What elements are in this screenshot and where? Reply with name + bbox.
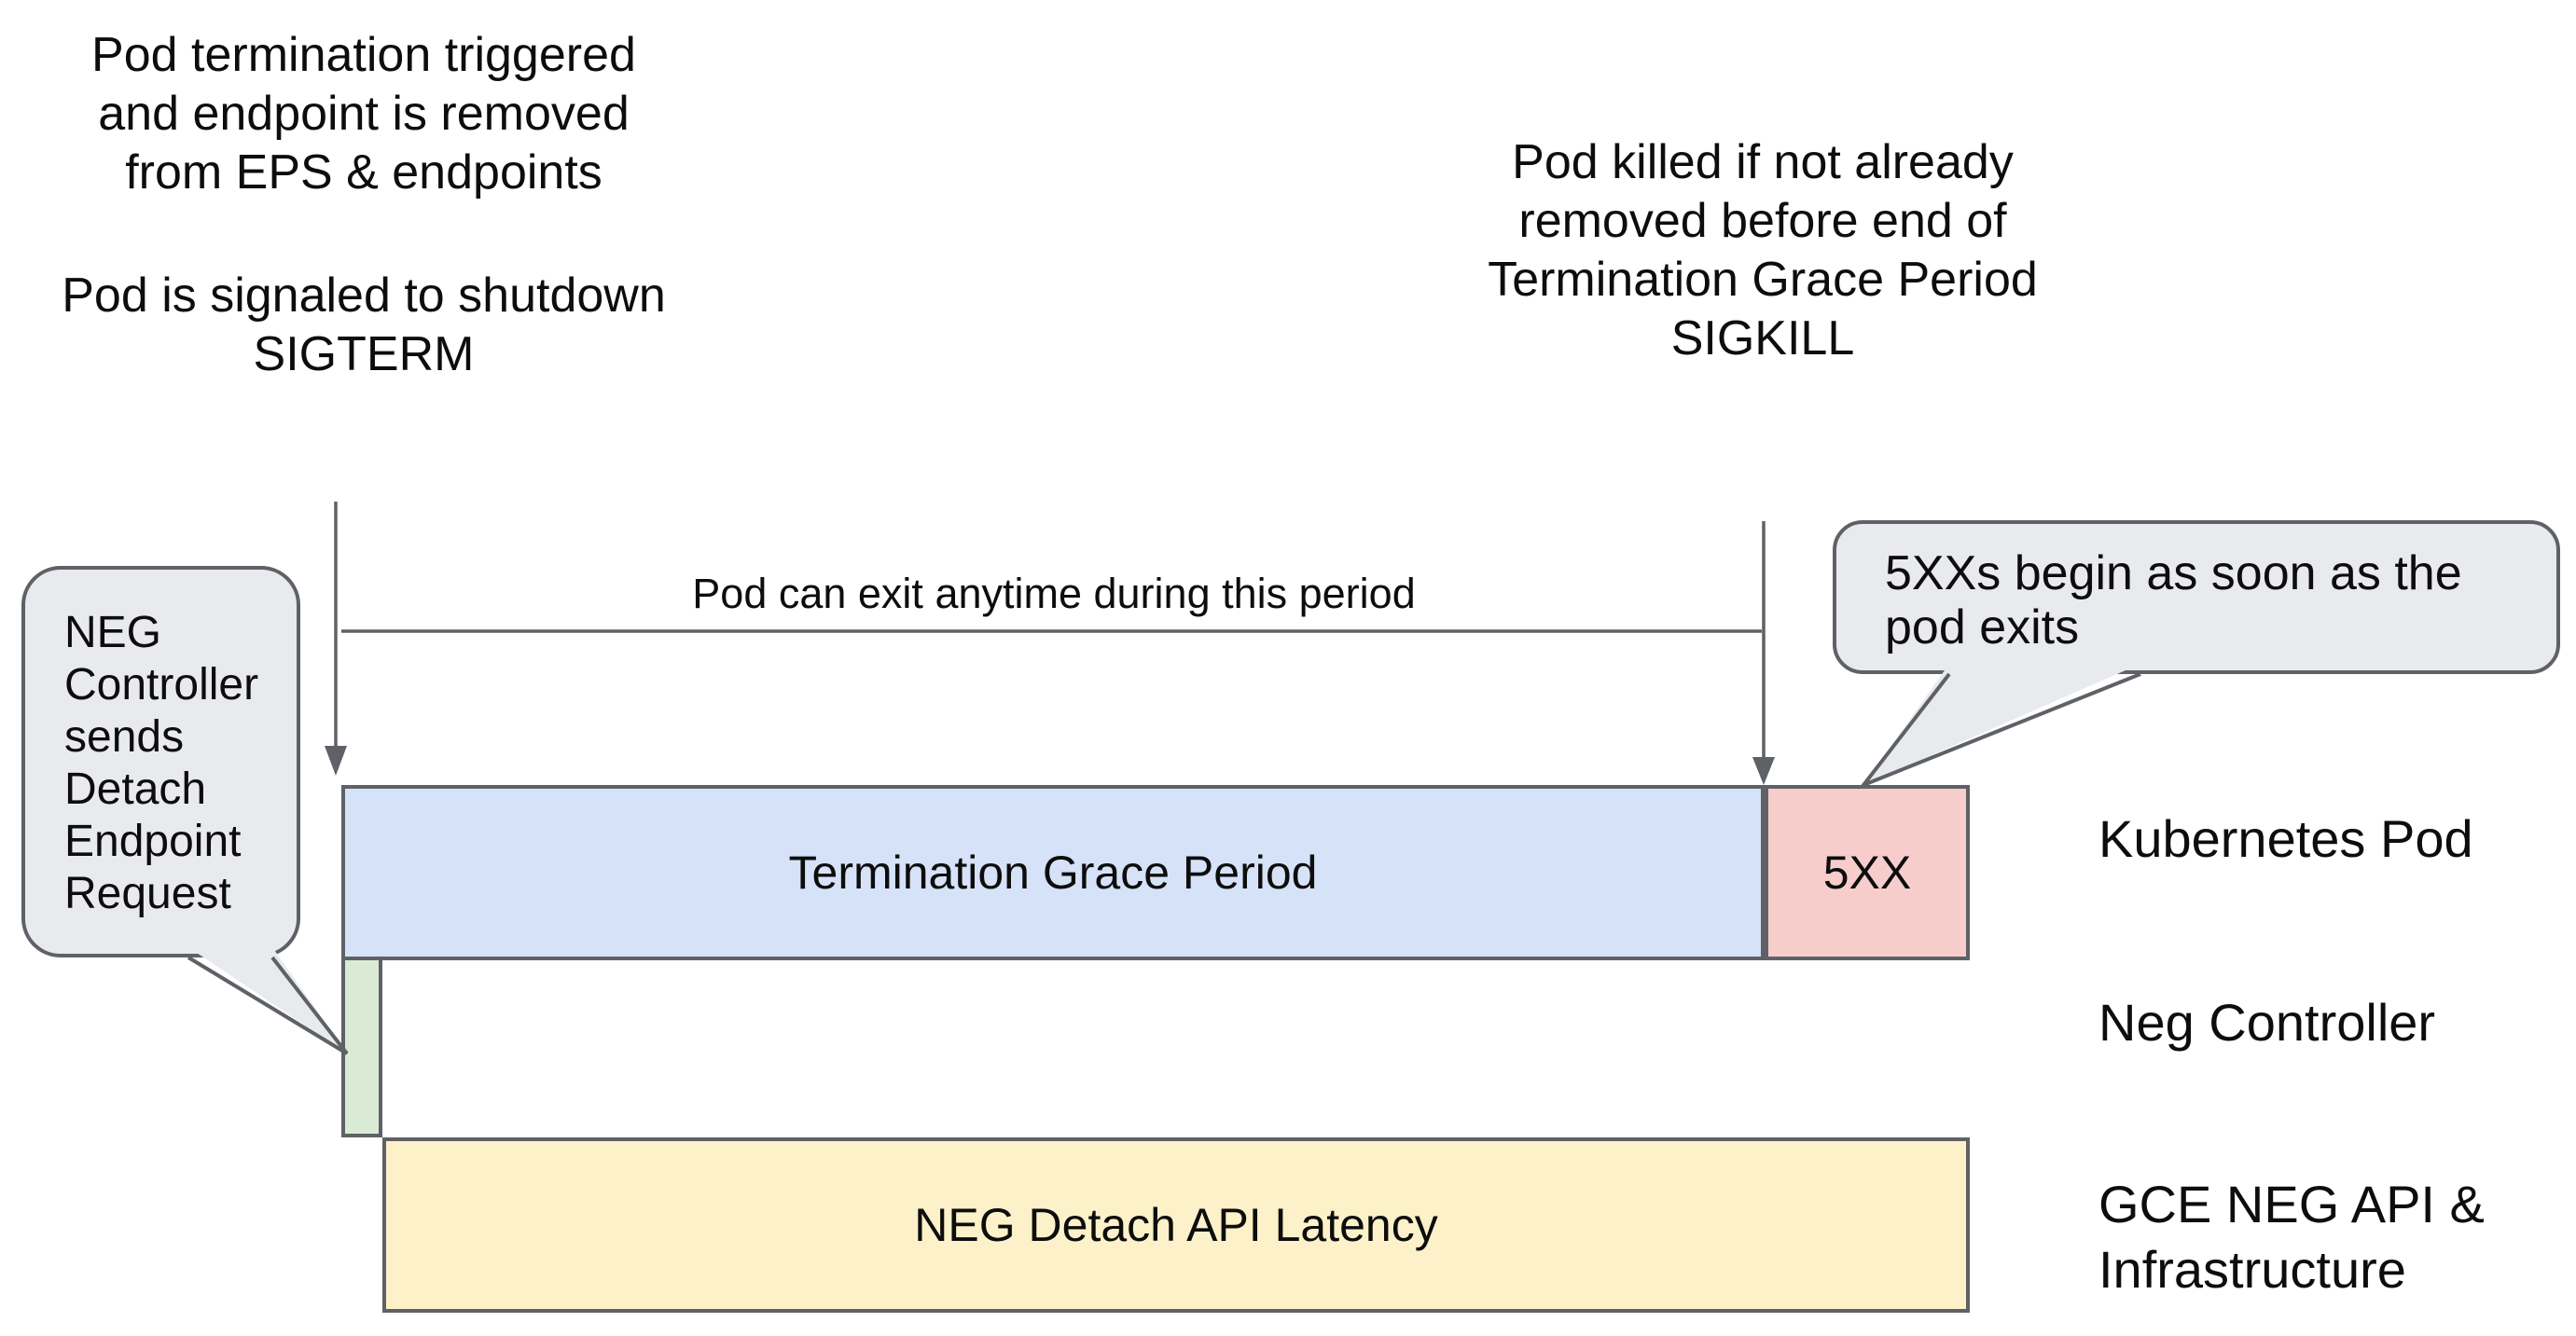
row-label-line: Infrastructure	[2098, 1240, 2406, 1299]
annotation-line: Pod killed if not already	[1512, 135, 2014, 189]
row-label-line: GCE NEG API &	[2098, 1175, 2485, 1233]
row-label-kubernetes-pod: Kubernetes Pod	[2098, 809, 2473, 868]
five-xx-bar-label: 5XX	[1822, 847, 1912, 899]
termination-grace-period-bar-label: Termination Grace Period	[788, 847, 1318, 899]
annotation-line: removed before end of	[1518, 194, 2007, 248]
annotation-pod-signal-sigterm: Pod is signaled to shutdown SIGTERM	[37, 267, 690, 384]
annotation-line: SIGTERM	[253, 327, 475, 381]
sigkill-arrowhead-icon	[1752, 757, 1775, 785]
annotation-pod-termination: Pod termination triggered and endpoint i…	[37, 26, 690, 202]
callout-line: Detach	[64, 764, 207, 814]
neg-callout-tail	[188, 947, 347, 1054]
callout-line: Request	[64, 869, 231, 918]
callout-line: NEG	[64, 608, 162, 657]
five-xx-callout-tail	[1863, 664, 2140, 785]
annotation-line: Pod is signaled to shutdown	[62, 269, 666, 323]
sigterm-arrowhead-icon	[325, 746, 347, 776]
row-label-gce-neg-api: GCE NEG API & Infrastructure	[2098, 1172, 2576, 1302]
callout-line: 5XXs begin as soon as the	[1885, 546, 2462, 600]
annotation-line: Termination Grace Period	[1488, 253, 2038, 307]
row-label-neg-controller: Neg Controller	[2098, 993, 2436, 1052]
five-xx-callout: 5XXs begin as soon as the pod exits	[1833, 520, 2560, 674]
neg-detach-request-marker	[341, 957, 382, 1137]
neg-controller-callout: NEG Controller sends Detach Endpoint Req…	[21, 566, 300, 957]
callout-line: sends	[64, 712, 185, 762]
neg-detach-api-latency-bar: NEG Detach API Latency	[382, 1137, 1970, 1313]
annotation-pod-killed-sigkill: Pod killed if not already removed before…	[1436, 133, 2089, 368]
neg-detach-api-latency-bar-label: NEG Detach API Latency	[914, 1199, 1438, 1251]
five-xx-callout-tail-border	[1857, 672, 2141, 790]
five-xx-bar: 5XX	[1765, 785, 1970, 960]
annotation-line: and endpoint is removed	[98, 87, 630, 141]
exit-period-label: Pod can exit anytime during this period	[692, 570, 1416, 617]
neg-callout-tail-border	[187, 956, 349, 1055]
annotation-line: SIGKILL	[1670, 311, 1855, 365]
termination-grace-period-bar: Termination Grace Period	[341, 785, 1765, 960]
callout-line: Endpoint	[64, 817, 242, 866]
annotation-line: from EPS & endpoints	[125, 145, 602, 200]
callout-line: Controller	[64, 660, 259, 709]
annotation-line: Pod termination triggered	[91, 28, 636, 82]
callout-line: pod exits	[1885, 600, 2080, 654]
